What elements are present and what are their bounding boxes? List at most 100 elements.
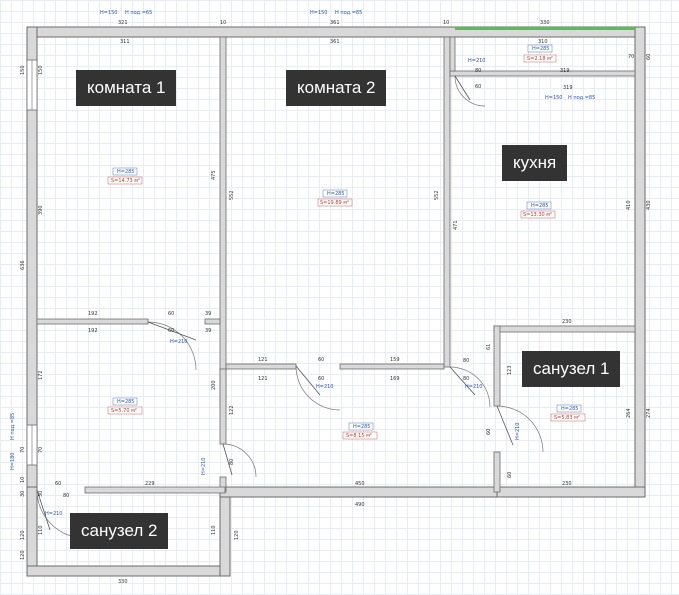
mid-dim-22: 61 xyxy=(486,344,492,350)
svg-text:S=8.15 м²: S=8.15 м² xyxy=(346,433,372,439)
mid-dim-34: 80 xyxy=(63,493,69,499)
top-dim-4: 10 xyxy=(443,20,449,26)
bottom-dim-4: 120 xyxy=(234,530,240,540)
svg-text:H=285: H=285 xyxy=(117,399,135,405)
san2-wall-right xyxy=(219,496,231,577)
right-dim-2: 410 xyxy=(626,200,632,210)
room-label-bath2: санузел 2 xyxy=(70,513,169,549)
wall-kitchen-nook xyxy=(449,70,636,77)
top-dim-3: 361 xyxy=(330,20,340,26)
wall-bath1-left-b xyxy=(493,451,501,493)
door-room2 xyxy=(295,365,341,411)
left-dim-10: 30 xyxy=(38,491,44,497)
bottom-dim-3: 120 xyxy=(20,550,26,560)
room-label-bath1: санузел 1 xyxy=(522,351,621,387)
wall-room3-bottom xyxy=(84,486,226,494)
mid-dim-9: 552 xyxy=(434,190,440,200)
bath1-tag: H=285 S=5.83 м² xyxy=(550,404,586,422)
inner-note-1: H=210 xyxy=(468,58,486,64)
wall-room1-bottom xyxy=(36,318,149,325)
right-dim-1: 60 xyxy=(646,54,652,60)
inner-dim-2: 361 xyxy=(330,39,340,45)
svg-text:S=13.30 м²: S=13.30 м² xyxy=(523,212,552,218)
mid-dim-15: 121 xyxy=(258,357,268,363)
mid-dim-36: 110 xyxy=(211,525,217,535)
mid-note-1: H=210 xyxy=(170,339,188,345)
left-dim-5: 390 xyxy=(38,205,44,215)
inner-dim-6: 70 xyxy=(628,54,634,60)
wall-room1-bottom-b xyxy=(204,318,221,325)
right-dim-5: 264 xyxy=(626,408,632,418)
mid-dim-27: 60 xyxy=(507,472,513,478)
mid-dim-18: 121 xyxy=(258,376,268,382)
room3-tag: H=285 S=5.70 м² xyxy=(107,397,143,415)
door-hall xyxy=(222,443,257,478)
left-dim-6: 172 xyxy=(38,370,44,380)
wall-kitchen-bottom xyxy=(493,325,636,333)
mid-dim-29: 450 xyxy=(355,481,365,487)
mid-dim-4: 192 xyxy=(88,328,98,334)
left-dim-9: 10 xyxy=(20,477,26,483)
kitchen-tag: H=285 S=13.30 м² xyxy=(520,201,556,219)
top-note-3: H=150 xyxy=(310,10,328,16)
mid-dim-33: 30 xyxy=(20,491,26,497)
mid-dim-21: 230 xyxy=(562,319,572,325)
outer-wall-right xyxy=(634,26,646,498)
san2-wall-left xyxy=(26,486,38,577)
mid-dim-6: 39 xyxy=(205,328,211,334)
svg-text:H=285: H=285 xyxy=(561,406,579,412)
inner-dim-4: 319 xyxy=(560,68,570,74)
mid-dim-1: 192 xyxy=(88,311,98,317)
wall-room2-kitchen xyxy=(443,36,451,368)
balcony-green xyxy=(455,27,635,30)
mid-dim-32: 80 xyxy=(229,459,235,465)
inner-note-3: H под.=85 xyxy=(568,95,595,101)
mid-dim-19: 60 xyxy=(318,376,324,382)
wall-room2-bottom-a xyxy=(225,363,297,370)
outer-wall-bottom-right xyxy=(496,486,646,498)
svg-text:S=5.83 м²: S=5.83 м² xyxy=(554,415,580,421)
inner-dim-3: 310 xyxy=(538,39,548,45)
inner-note-2: H=150 xyxy=(545,95,563,101)
top-dim-2: 10 xyxy=(220,20,226,26)
left-note-1: H=180 xyxy=(10,453,16,471)
mid-dim-16: 60 xyxy=(318,357,324,363)
mid-note-5: H=210 xyxy=(45,511,63,517)
room1-tag: H=285 S=14.73 м² xyxy=(107,167,143,185)
left-dim-7: 70 xyxy=(38,447,44,453)
wall-room1-room2 xyxy=(219,36,227,408)
door-bath1 xyxy=(496,405,544,453)
left-dim-1: 150 xyxy=(20,65,26,75)
top-note-4: H под.=85 xyxy=(335,10,362,16)
svg-text:S=2.18 м²: S=2.18 м² xyxy=(527,56,553,62)
mid-dim-12: 60 xyxy=(475,84,481,90)
mid-dim-23: 80 xyxy=(463,358,469,364)
room-label-room2: комната 2 xyxy=(286,70,387,106)
mid-dim-3: 39 xyxy=(205,311,211,317)
mid-dim-10: 471 xyxy=(453,220,459,230)
mid-dim-11: 80 xyxy=(475,68,481,74)
nook-tag: H=285 S=2.18 м² xyxy=(523,44,557,63)
mid-dim-24: 123 xyxy=(507,365,513,375)
wall-kitchen-nook-left xyxy=(449,36,456,72)
mid-dim-28: 229 xyxy=(145,481,155,487)
mid-note-4: H=210 xyxy=(515,423,521,441)
mid-dim-8: 552 xyxy=(229,190,235,200)
room2-tag: H=285 S=19.89 м² xyxy=(317,189,353,207)
wall-hall-left-a xyxy=(219,368,227,445)
mid-dim-26: 60 xyxy=(486,429,492,435)
mid-dim-13: 200 xyxy=(211,380,217,390)
left-dim-8: 70 xyxy=(20,447,26,453)
inner-dim-5: 319 xyxy=(563,85,573,91)
wall-bath1-left-a xyxy=(493,325,501,407)
san2-wall-bottom xyxy=(26,565,231,577)
mid-dim-2: 60 xyxy=(168,311,174,317)
mid-note-3: H=210 xyxy=(465,384,483,390)
svg-text:S=19.89 м²: S=19.89 м² xyxy=(320,200,349,206)
mid-dim-25: 80 xyxy=(463,376,469,382)
svg-text:H=285: H=285 xyxy=(532,46,550,52)
bottom-dim-1: 490 xyxy=(355,502,365,508)
svg-text:H=285: H=285 xyxy=(531,203,549,209)
left-dim-3: 120 xyxy=(20,530,26,540)
